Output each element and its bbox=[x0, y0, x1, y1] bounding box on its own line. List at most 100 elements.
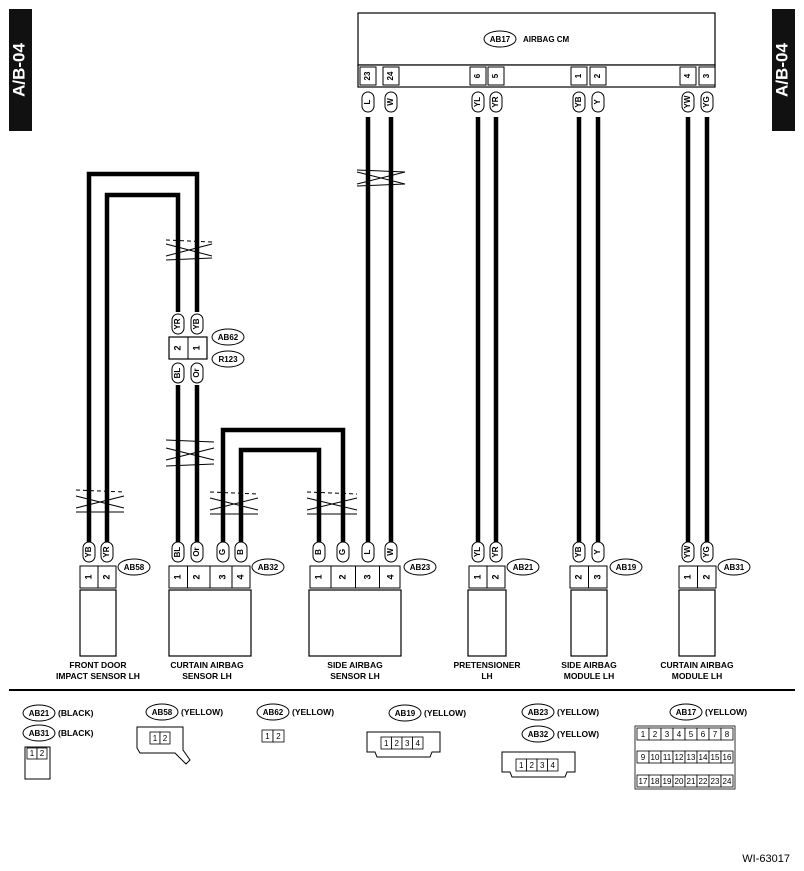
wire-label-YB-text: YB bbox=[84, 546, 93, 557]
page-tab-right: A/B-04 bbox=[772, 9, 795, 131]
ecu-wire-label-YB: YB bbox=[572, 91, 586, 113]
wire-label-YB-text: YB bbox=[574, 546, 583, 557]
legend-pin: 13 bbox=[687, 753, 696, 762]
ecu-pin-number: 3 bbox=[702, 73, 711, 78]
pin-1: 1 bbox=[682, 574, 692, 579]
ecu-pin-number: 6 bbox=[473, 73, 482, 78]
ref-ab58: AB58 bbox=[117, 558, 151, 576]
ecu-wire-label-W: W bbox=[384, 91, 398, 113]
shield-marks bbox=[75, 169, 406, 515]
ecu-pin-5: 5 bbox=[487, 66, 505, 86]
legend-pin: 7 bbox=[713, 730, 718, 739]
wire-label-YB: YB bbox=[572, 541, 586, 563]
ecu-pin-number: 24 bbox=[386, 71, 395, 80]
legend-pin: 2 bbox=[653, 730, 658, 739]
page-code-right: A/B-04 bbox=[772, 43, 791, 97]
legend-ref-ab19: AB19 bbox=[388, 704, 422, 722]
wire-label-G: G bbox=[336, 541, 350, 563]
legend-pin: 2 bbox=[276, 732, 281, 741]
ecu-wire-label-L-text: L bbox=[363, 99, 372, 104]
legend-ref-ab58-text: AB58 bbox=[152, 708, 173, 717]
wire-label-YR-text: YR bbox=[102, 546, 111, 557]
legend-color: (YELLOW) bbox=[557, 707, 599, 717]
legend-pin: 2 bbox=[395, 739, 400, 748]
pin-2: 2 bbox=[337, 574, 347, 579]
ecu-pin-number: 1 bbox=[574, 73, 583, 78]
ab62-upper-wire-YR: YR bbox=[171, 313, 185, 335]
legend-pin: 20 bbox=[675, 777, 684, 786]
component-name: CURTAIN AIRBAG bbox=[170, 660, 244, 670]
legend-color: (YELLOW) bbox=[424, 708, 466, 718]
wire-label-L: L bbox=[361, 541, 375, 563]
legend-pin: 1 bbox=[265, 732, 270, 741]
wire-label-YL: YL bbox=[471, 541, 485, 563]
wire-label-YL-text: YL bbox=[473, 547, 482, 557]
legend-ref-ab21-text: AB21 bbox=[29, 709, 50, 718]
ecu-pin-1: 1 bbox=[570, 66, 588, 86]
ecu-pin-23: 23 bbox=[359, 66, 377, 86]
ecu-pin-3: 3 bbox=[698, 66, 716, 86]
ref-ab21: AB21 bbox=[506, 558, 540, 576]
legend-ref-ab32-text: AB32 bbox=[528, 730, 549, 739]
wire-label-YR-text: YR bbox=[491, 546, 500, 557]
r123-ref-text: R123 bbox=[218, 355, 238, 364]
component-name: CURTAIN AIRBAG bbox=[660, 660, 734, 670]
ecu-wire-label-YB-text: YB bbox=[574, 96, 583, 107]
wire-label-Or: Or bbox=[190, 541, 204, 563]
pin-2: 2 bbox=[701, 574, 711, 579]
ab62-lower-wire-Or: Or bbox=[190, 362, 204, 384]
component-name: SENSOR LH bbox=[330, 671, 380, 681]
legend-pin: 5 bbox=[689, 730, 694, 739]
ab62-upper-wire-YR-text: YR bbox=[173, 318, 182, 329]
wire-label-G-text: G bbox=[218, 549, 227, 555]
ecu-pin-number: 4 bbox=[683, 73, 692, 78]
wire-label-BL: BL bbox=[171, 541, 185, 563]
ecu-wire-label-YW: YW bbox=[681, 91, 695, 113]
component-name: IMPACT SENSOR LH bbox=[56, 671, 140, 681]
ecu-wire-label-L: L bbox=[361, 91, 375, 113]
legend-pin: 18 bbox=[651, 777, 660, 786]
pin-4: 4 bbox=[235, 574, 245, 579]
pin-2: 2 bbox=[573, 574, 583, 579]
ecu-name: AIRBAG CM bbox=[523, 35, 570, 44]
legend-ref-ab62-text: AB62 bbox=[263, 708, 284, 717]
wire-label-Y: Y bbox=[591, 541, 605, 563]
ref-ab32: AB32 bbox=[251, 558, 285, 576]
legend-pin: 11 bbox=[663, 753, 672, 762]
pin-3: 3 bbox=[362, 574, 372, 579]
legend-pin: 2 bbox=[40, 749, 45, 758]
ecu-pin-number: 23 bbox=[363, 71, 372, 80]
ecu-wire-label-YL-text: YL bbox=[473, 97, 482, 107]
ab62-upper-wire-YB-text: YB bbox=[192, 318, 201, 329]
ecu-wire-label-YL: YL bbox=[471, 91, 485, 113]
legend-pin: 8 bbox=[725, 730, 730, 739]
legend-ref-ab23-text: AB23 bbox=[528, 708, 549, 717]
legend-pin: 1 bbox=[384, 739, 389, 748]
legend-pin: 3 bbox=[405, 739, 410, 748]
ref-ab32-text: AB32 bbox=[258, 563, 279, 572]
component-name: MODULE LH bbox=[672, 671, 723, 681]
wire-label-L-text: L bbox=[363, 549, 372, 554]
pin-2: 2 bbox=[191, 574, 201, 579]
legend-pin: 23 bbox=[711, 777, 720, 786]
legend-ref-ab62: AB62 bbox=[256, 703, 290, 721]
wire-label-Y-text: Y bbox=[593, 549, 602, 555]
ab62-pin-2: 2 bbox=[172, 345, 182, 350]
legend-ref-ab17-text: AB17 bbox=[676, 708, 697, 717]
pin-4: 4 bbox=[385, 574, 395, 579]
legend-pin: 1 bbox=[641, 730, 646, 739]
wire-label-YG: YG bbox=[700, 541, 714, 563]
ab62-upper-wire-YB: YB bbox=[190, 313, 204, 335]
wire-label-B-text: B bbox=[236, 549, 245, 555]
